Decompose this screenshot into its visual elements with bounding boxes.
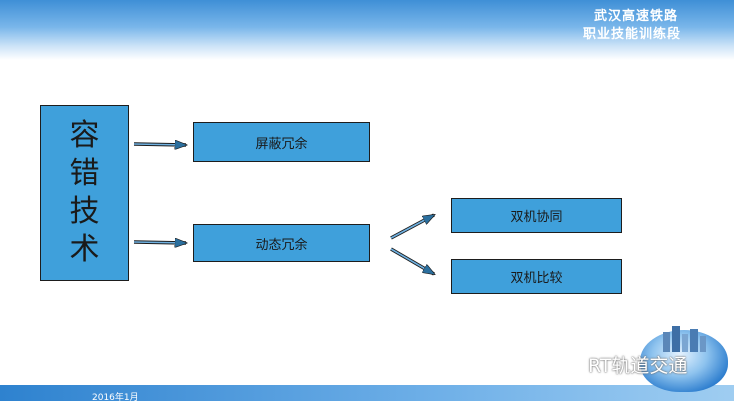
- root-node-fault-tolerance: 容 错 技 术: [40, 105, 129, 281]
- root-char-1: 容: [69, 118, 100, 153]
- footer-strip: [0, 385, 734, 401]
- city-skyline-icon: [663, 326, 706, 352]
- node-dual-sync: 双机协同: [451, 198, 622, 233]
- header-line-2: 职业技能训练段: [582, 27, 681, 42]
- node-dual-sync-label: 双机协同: [510, 210, 563, 225]
- node-dual-compare-label: 双机比较: [510, 271, 563, 286]
- header-band: [0, 0, 734, 60]
- node-shield-redundancy: 屏蔽冗余: [193, 122, 370, 162]
- header-line-1: 武汉高速铁路: [593, 9, 678, 24]
- arrow-dynamic-to-dual-compare: [390, 247, 434, 276]
- node-shield-label: 屏蔽冗余: [255, 136, 308, 152]
- root-char-3: 技: [69, 194, 100, 229]
- header-title: 武汉高速铁路 职业技能训练段: [582, 8, 681, 44]
- arrow-dynamic-to-dual-sync: [390, 213, 434, 240]
- footer-date: 2016年1月: [92, 393, 139, 403]
- root-char-4: 术: [69, 232, 100, 267]
- arrow-root-to-shield: [133, 144, 186, 145]
- watermark-text: RT轨道交通: [588, 354, 688, 377]
- node-dynamic-label: 动态冗余: [255, 237, 308, 253]
- node-dual-compare: 双机比较: [451, 259, 622, 294]
- wechat-icon: [558, 354, 584, 374]
- root-char-2: 错: [69, 156, 100, 191]
- arrow-root-to-dynamic: [133, 242, 186, 243]
- node-dynamic-redundancy: 动态冗余: [193, 224, 370, 262]
- watermark: RT轨道交通: [558, 350, 687, 378]
